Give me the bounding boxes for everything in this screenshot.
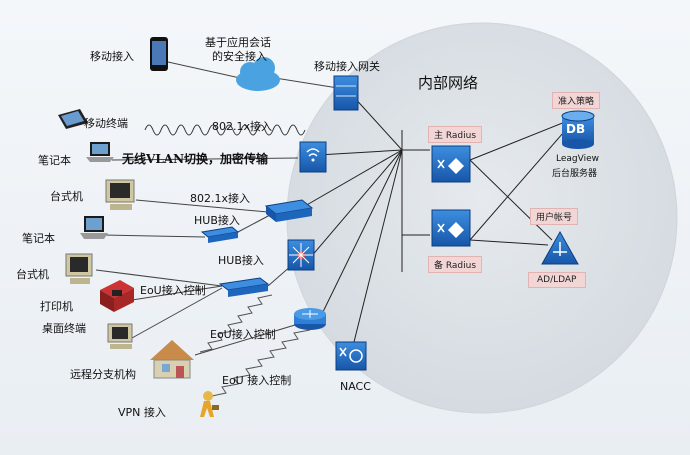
eou-link-label-1: EoU接入控制 — [140, 284, 206, 297]
session-label-1: 基于应用会话 — [205, 36, 271, 49]
wireless-dot1x-label: 802.1x接入 — [212, 120, 273, 133]
internal-network-label: 内部网络 — [418, 74, 479, 92]
desktop-icon-1[interactable] — [105, 179, 135, 210]
eou-link-label-3: EoU 接入控制 — [222, 374, 292, 387]
wireless-ap-icon[interactable] — [299, 141, 327, 173]
wireless-note-suffix: 切换，加密传输 — [184, 152, 269, 166]
hub-link-label-1: HUB接入 — [194, 214, 240, 227]
wireless-note: 无线VLAN切换，加密传输 — [122, 150, 268, 167]
radius-backup-icon[interactable] — [431, 209, 471, 247]
access-switch-icon[interactable] — [264, 199, 314, 222]
wireless-signal — [144, 124, 306, 136]
radius-backup-label: 备 Radius — [428, 256, 483, 273]
vpn-label: VPN 接入 — [118, 406, 166, 419]
mobile-access-label: 移动接入 — [90, 50, 134, 63]
user-account-label: 用户帐号 — [530, 208, 579, 225]
laptop-label-2: 笔记本 — [22, 232, 55, 245]
laptop-icon-1[interactable] — [86, 142, 114, 162]
dot1x-link-label: 802.1x接入 — [190, 192, 251, 205]
radius-main-icon[interactable] — [431, 145, 471, 183]
mobile-gateway-icon[interactable] — [333, 75, 359, 111]
printer-icon[interactable] — [100, 280, 134, 312]
branch-label: 远程分支机构 — [70, 368, 136, 381]
router-icon[interactable] — [294, 308, 326, 330]
nacc-icon[interactable] — [335, 341, 367, 371]
laptop-label-1: 笔记本 — [38, 154, 71, 167]
wireless-note-prefix: 无线 — [122, 152, 147, 166]
access-links — [95, 61, 339, 356]
tablet-icon[interactable] — [58, 109, 88, 129]
eou-link-label-2: EoU接入控制 — [210, 328, 276, 341]
printer-label: 打印机 — [40, 300, 73, 313]
leagview-label-2: 后台服务器 — [552, 169, 598, 179]
desktop-label-2: 台式机 — [16, 268, 49, 281]
desktop-terminal-label: 桌面终端 — [42, 322, 86, 335]
desktop-icon-2[interactable] — [65, 253, 93, 284]
vpn-link — [211, 329, 311, 397]
hub-icon-2[interactable] — [218, 277, 270, 297]
db-label: DB — [566, 122, 586, 136]
session-label-2: 的安全接入 — [212, 50, 267, 63]
branch-office-icon[interactable] — [150, 340, 194, 379]
mobile-phone-icon[interactable] — [150, 37, 168, 71]
leagview-label-1: LeagView — [556, 154, 599, 164]
mobile-terminal-label: 移动终端 — [84, 117, 128, 130]
cloud-icon — [236, 57, 280, 91]
nacc-label: NACC — [340, 380, 371, 393]
gateway-label: 移动接入网关 — [314, 60, 380, 73]
database-icon[interactable] — [561, 110, 595, 149]
ad-ldap-label: AD/LDAP — [528, 272, 586, 288]
radius-main-label: 主 Radius — [428, 126, 483, 143]
vpn-user-icon[interactable] — [200, 391, 219, 417]
wireless-note-vlan: VLAN — [146, 152, 185, 166]
laptop-icon-2[interactable] — [80, 216, 108, 239]
backbone-links — [297, 94, 571, 351]
ad-ldap-icon[interactable] — [541, 230, 579, 265]
policy-label: 准入策略 — [552, 92, 601, 109]
desktop-label-1: 台式机 — [50, 190, 83, 203]
desktop-terminal-icon[interactable] — [107, 323, 133, 349]
hub-icon-1[interactable] — [200, 226, 240, 243]
hub-link-label-2: HUB接入 — [218, 254, 264, 267]
core-switch-icon[interactable] — [287, 239, 315, 271]
branch-link — [199, 294, 273, 353]
